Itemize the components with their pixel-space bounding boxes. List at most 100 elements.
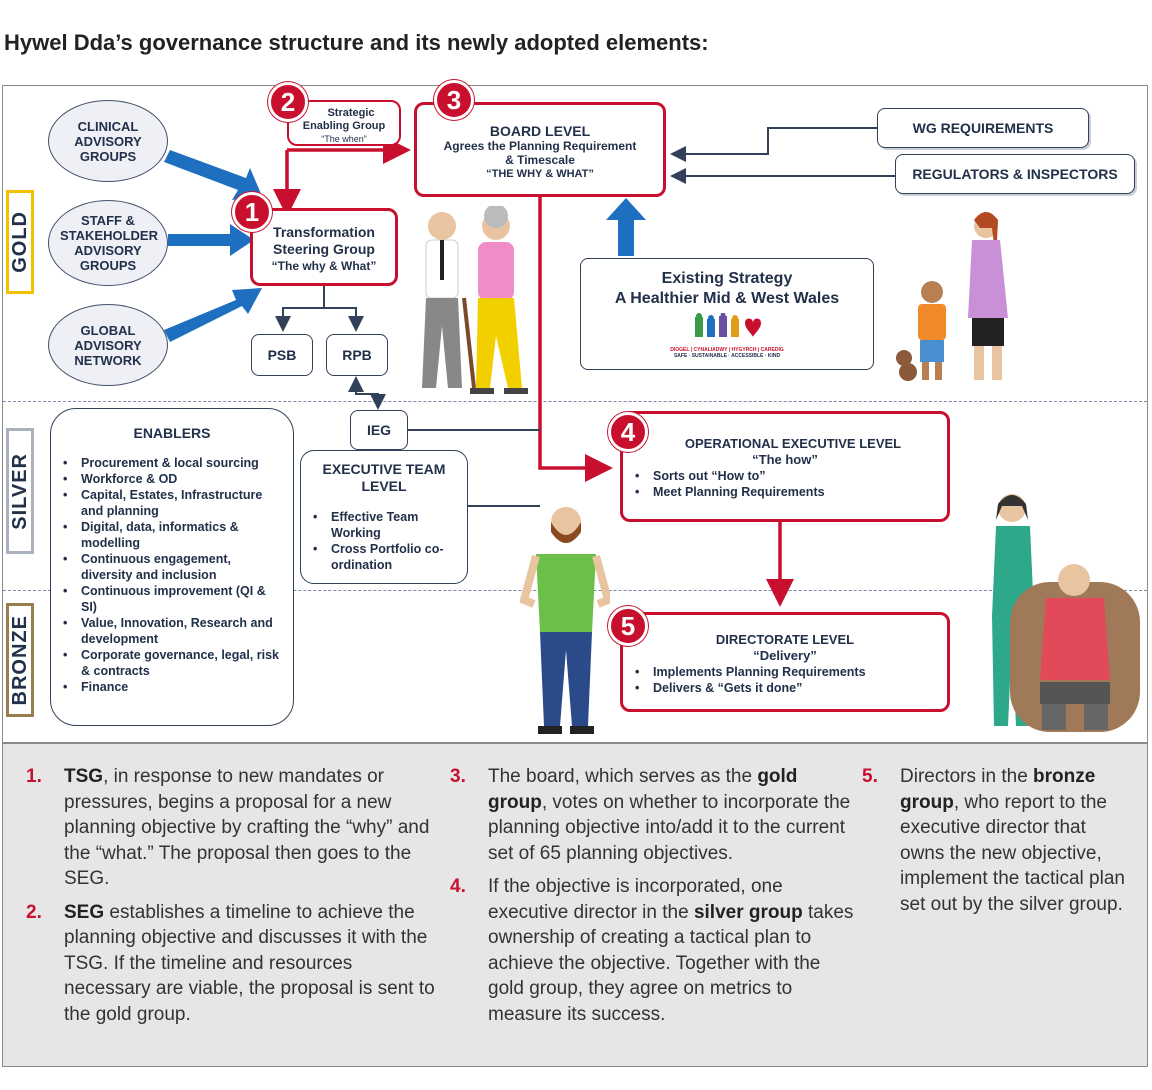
directorate-list: Implements Planning RequirementsDelivers… bbox=[623, 664, 947, 696]
note-1: 1. TSG, in response to new mandates or pr… bbox=[26, 764, 436, 892]
existing-strategy-box: Existing Strategy A Healthier Mid & West… bbox=[580, 258, 874, 370]
note-1-bold: TSG bbox=[64, 766, 104, 787]
enabler-item: Workforce & OD bbox=[51, 471, 279, 487]
ieg-box: IEG bbox=[350, 410, 408, 450]
enabler-item: Capital, Estates, Infrastructure and pla… bbox=[51, 487, 279, 519]
note-4: 4. If the objective is incorporated, one … bbox=[450, 874, 860, 1027]
directorate-item: Implements Planning Requirements bbox=[623, 664, 947, 680]
directorate-title: DIRECTORATE LEVEL bbox=[715, 632, 855, 647]
operational-title: OPERATIONAL EXECUTIVE LEVEL bbox=[684, 436, 902, 451]
strategy-title: Existing Strategy bbox=[661, 270, 793, 287]
directorate-subtitle: “Delivery” bbox=[753, 648, 817, 663]
exec-list: Effective Team WorkingCross Portfolio co… bbox=[301, 509, 467, 573]
exec-item: Cross Portfolio co-ordination bbox=[301, 541, 457, 573]
note-1-number: 1. bbox=[26, 766, 42, 787]
operational-list: Sorts out “How to”Meet Planning Requirem… bbox=[623, 468, 947, 500]
note-3: 3. The board, which serves as the gold gr… bbox=[450, 764, 860, 866]
note-1-text: , in response to new mandates or pressur… bbox=[64, 766, 430, 889]
enabler-item: Procurement & local sourcing bbox=[51, 455, 279, 471]
man-illustration bbox=[520, 507, 610, 734]
executive-team-box: EXECUTIVE TEAM LEVEL Effective Team Work… bbox=[300, 450, 468, 584]
enablers-box: ENABLERS Procurement & local sourcingWor… bbox=[50, 408, 294, 726]
operational-subtitle: “The how” bbox=[752, 452, 818, 467]
notes-column-2: 3. The board, which serves as the gold gr… bbox=[450, 764, 860, 1035]
note-5-bold: bronze group bbox=[900, 766, 1096, 813]
operational-executive-box: OPERATIONAL EXECUTIVE LEVEL “The how” So… bbox=[620, 411, 950, 522]
enabler-item: Digital, data, informatics & modelling bbox=[51, 519, 279, 551]
staff-stakeholder-advisory-groups: STAFF & STAKEHOLDER ADVISORY GROUPS bbox=[48, 200, 168, 286]
note-5: 5. Directors in the bronze group, who rep… bbox=[862, 764, 1132, 917]
badge-3: 3 bbox=[434, 80, 474, 120]
elderly-couple-illustration bbox=[422, 206, 528, 394]
tier-bronze: BRONZE bbox=[6, 603, 34, 717]
board-line3: & Timescale bbox=[505, 153, 575, 167]
exec-title: EXECUTIVE TEAM LEVEL bbox=[322, 461, 446, 494]
note-4-number: 4. bbox=[450, 876, 466, 897]
enabler-item: Continuous engagement, diversity and inc… bbox=[51, 551, 279, 583]
psb-box: PSB bbox=[251, 334, 313, 376]
tier-gold: GOLD bbox=[6, 190, 34, 294]
badge-2: 2 bbox=[268, 82, 308, 122]
clinical-advisory-groups: CLINICAL ADVISORY GROUPS bbox=[48, 100, 168, 182]
global-advisory-network: GLOBAL ADVISORY NETWORK bbox=[48, 304, 168, 386]
note-3-text: , votes on whether to incorporate the pl… bbox=[488, 791, 851, 864]
board-title: BOARD LEVEL bbox=[489, 123, 591, 139]
badge-4: 4 bbox=[608, 412, 648, 452]
strategy-subtitle: A Healthier Mid & West Wales bbox=[614, 290, 840, 307]
notes-column-3: 5. Directors in the bronze group, who rep… bbox=[862, 764, 1132, 925]
operational-item: Meet Planning Requirements bbox=[623, 484, 947, 500]
strategy-logo-caption2: SAFE · SUSTAINABLE · ACCESSIBLE · KIND bbox=[673, 353, 781, 359]
seg-line3: “The when” bbox=[321, 134, 367, 144]
notes-column-1: 1. TSG, in response to new mandates or pr… bbox=[26, 764, 436, 1035]
notes-panel bbox=[2, 743, 1148, 1067]
operational-item: Sorts out “How to” bbox=[623, 468, 947, 484]
mother-child-illustration bbox=[896, 212, 1008, 381]
board-line2: Agrees the Planning Requirement bbox=[443, 139, 637, 153]
note-3-pre: The board, which serves as the bbox=[488, 766, 758, 787]
tsg-line1: Transformation bbox=[273, 224, 375, 240]
note-4-pre: If the objective is incorporated, one ex… bbox=[488, 876, 783, 923]
connector-layer bbox=[164, 127, 895, 607]
wg-requirements-box: WG REQUIREMENTS bbox=[877, 108, 1089, 148]
regulators-inspectors-box: REGULATORS & INSPECTORS bbox=[895, 154, 1135, 194]
nurse-patient-illustration bbox=[992, 494, 1140, 732]
directorate-level-box: DIRECTORATE LEVEL “Delivery” Implements … bbox=[620, 612, 950, 712]
seg-line2: Enabling Group bbox=[302, 120, 386, 132]
global-advisory-label: GLOBAL ADVISORY NETWORK bbox=[74, 322, 142, 368]
note-2-bold: SEG bbox=[64, 901, 105, 923]
enablers-title: ENABLERS bbox=[133, 425, 211, 441]
badge-5: 5 bbox=[608, 606, 648, 646]
note-5-pre: Directors in the bbox=[900, 766, 1034, 787]
note-2: 2. SEG establishes a timeline to achieve … bbox=[26, 900, 436, 1028]
note-3-number: 3. bbox=[450, 766, 466, 787]
note-5-number: 5. bbox=[862, 766, 878, 787]
note-2-number: 2. bbox=[26, 901, 42, 923]
board-line4: “THE WHY & WHAT” bbox=[486, 168, 594, 180]
enabler-item: Corporate governance, legal, risk & cont… bbox=[51, 647, 279, 679]
note-3-bold: gold group bbox=[488, 766, 798, 813]
strategy-logo-icon bbox=[695, 313, 761, 337]
note-5-text: , who report to the executive director t… bbox=[900, 791, 1125, 915]
note-4-text: takes ownership of creating a tactical p… bbox=[488, 901, 854, 1025]
exec-item: Effective Team Working bbox=[301, 509, 457, 541]
gold-silver-divider bbox=[3, 401, 1147, 402]
badge-1: 1 bbox=[232, 192, 272, 232]
enablers-list: Procurement & local sourcingWorkforce & … bbox=[51, 455, 293, 695]
rpb-box: RPB bbox=[326, 334, 388, 376]
enabler-item: Value, Innovation, Research and developm… bbox=[51, 615, 279, 647]
seg-line1: Strategic bbox=[327, 107, 375, 119]
directorate-item: Delivers & “Gets it done” bbox=[623, 680, 947, 696]
diagram-frame bbox=[2, 85, 1148, 743]
staff-advisory-label: STAFF & STAKEHOLDER ADVISORY GROUPS bbox=[60, 213, 158, 273]
tier-silver: SILVER bbox=[6, 428, 34, 554]
clinical-advisory-label: CLINICAL ADVISORY GROUPS bbox=[74, 118, 142, 164]
transformation-steering-group-box: Transformation Steering Group “The why &… bbox=[250, 208, 398, 286]
note-4-bold: silver group bbox=[693, 901, 803, 923]
strategy-logo-caption: DIOGEL | CYNALIADWY | HYGYRCH | CAREDIG bbox=[670, 347, 784, 353]
note-2-text: establishes a timeline to achieve the pl… bbox=[64, 901, 435, 1025]
enabler-item: Continuous improvement (QI & SI) bbox=[51, 583, 279, 615]
tsg-line3: “The why & What” bbox=[271, 259, 377, 273]
enabler-item: Finance bbox=[51, 679, 279, 695]
tsg-line2: Steering Group bbox=[273, 241, 375, 257]
page-title: Hywel Dda’s governance structure and its… bbox=[4, 30, 709, 55]
